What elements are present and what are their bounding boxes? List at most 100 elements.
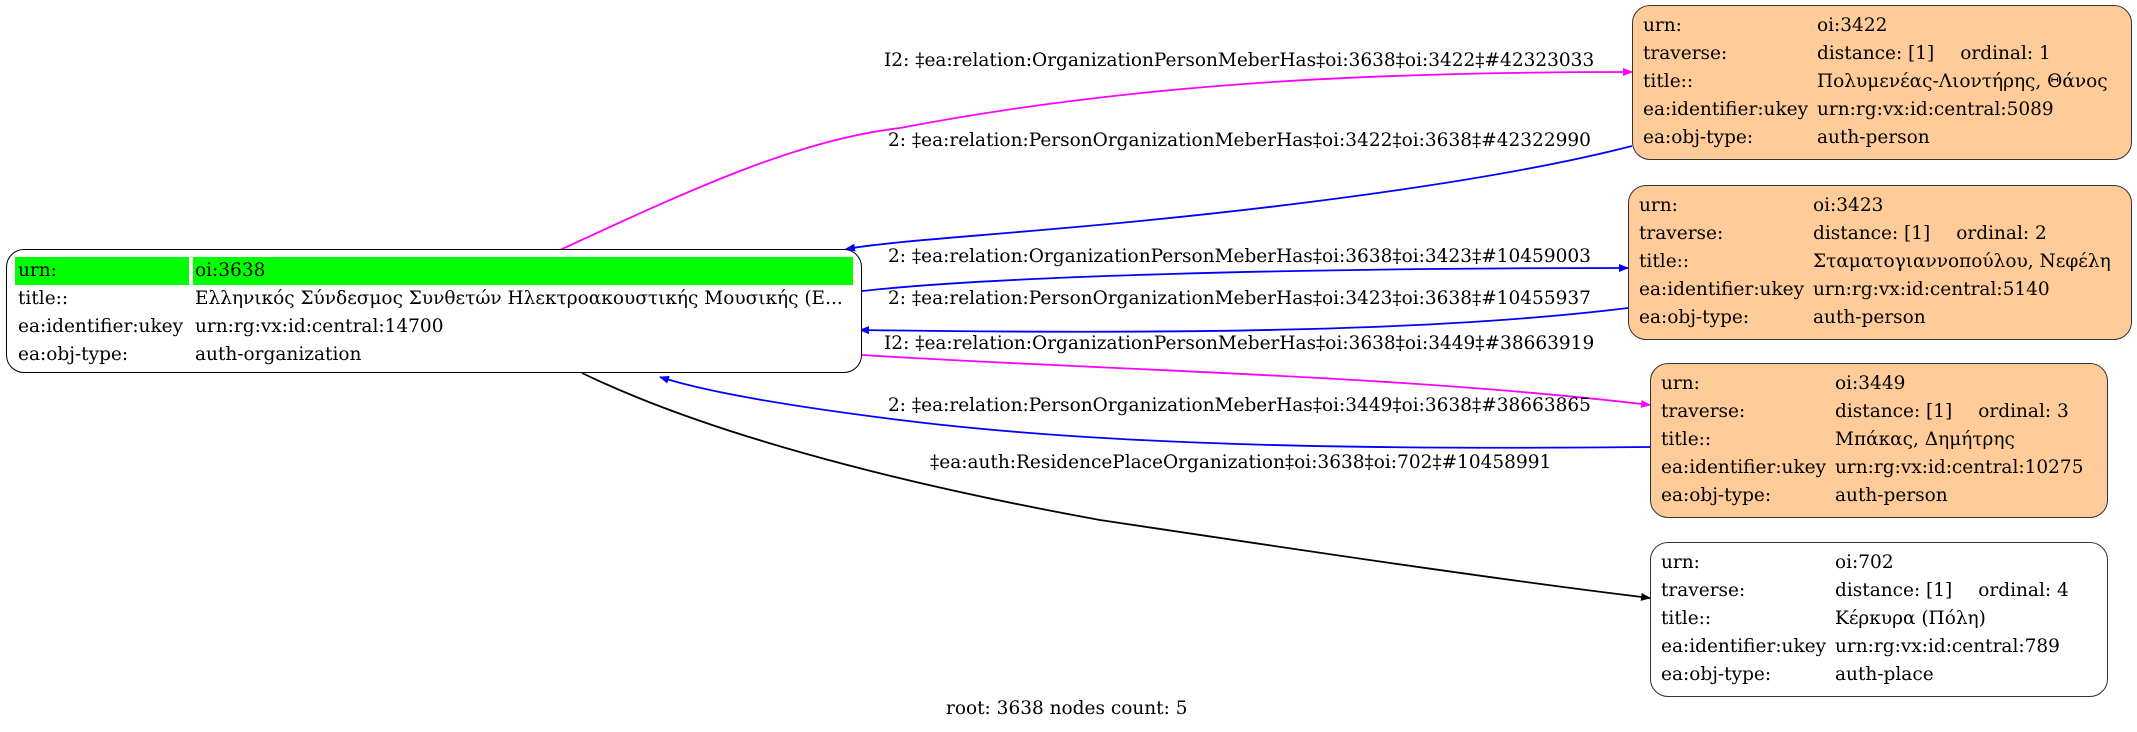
ukey-row: ea:identifier:ukey urn:rg:vx:id:central:…: [1643, 96, 2121, 124]
graph-footer: root: 3638 nodes count: 5: [946, 698, 1188, 719]
node-oi-3422[interactable]: urn: oi:3422 traverse: distance: [1] ordi…: [1632, 5, 2132, 160]
ordinal: ordinal: 2: [1956, 223, 2047, 244]
field-value: Ελληνικός Σύνδεσμος Συνθετών Ηλεκτροακου…: [195, 288, 843, 309]
root-ukey-row: ea:identifier:ukey urn:rg:vx:id:central:…: [15, 313, 853, 341]
type-row: ea:obj-type: auth-person: [1639, 304, 2121, 332]
field-value: urn:rg:vx:id:central:10275: [1835, 457, 2084, 478]
edge-person-org-3449[interactable]: [659, 375, 1651, 449]
distance: distance: [1]: [1813, 223, 1931, 244]
field-key: ea:identifier:ukey: [1639, 279, 1805, 300]
field-value: urn:rg:vx:id:central:14700: [195, 316, 444, 337]
field-value: distance: [1] ordinal: 4: [1835, 577, 2097, 605]
field-key: title::: [1643, 71, 1694, 92]
root-type-row: ea:obj-type: auth-organization: [15, 341, 853, 369]
field-value: auth-person: [1813, 307, 1926, 328]
field-key: urn:: [1639, 195, 1678, 216]
distance: distance: [1]: [1817, 43, 1935, 64]
traverse-row: traverse: distance: [1] ordinal: 3: [1661, 398, 2097, 426]
field-value: oi:702: [1835, 552, 1894, 573]
field-value: auth-organization: [195, 344, 362, 365]
type-row: ea:obj-type: auth-place: [1661, 661, 2097, 689]
field-value: Κέρκυρα (Πόλη): [1835, 608, 1986, 629]
edge-residence-place-702[interactable]: [581, 372, 1651, 601]
edge-label: 2: ‡ea:relation:PersonOrganizationMeberH…: [888, 130, 1591, 151]
distance: distance: [1]: [1835, 580, 1953, 601]
root-node[interactable]: urn: oi:3638 title:: Ελληνικός Σύνδεσμος…: [6, 249, 862, 373]
edge-label: I2: ‡ea:relation:OrganizationPersonMeber…: [884, 333, 1595, 354]
field-value: oi:3422: [1817, 15, 1888, 36]
field-value: distance: [1] ordinal: 1: [1817, 40, 2121, 68]
edge-label: I2: ‡ea:relation:OrganizationPersonMeber…: [884, 50, 1595, 71]
field-key: ea:obj-type:: [1643, 127, 1754, 148]
node-oi-3449[interactable]: urn: oi:3449 traverse: distance: [1] ordi…: [1650, 363, 2108, 518]
field-value: auth-place: [1835, 664, 1934, 685]
field-key: urn:: [15, 257, 189, 285]
title-row: title:: Σταματογιαννοπούλου, Νεφέλη: [1639, 248, 2121, 276]
ordinal: ordinal: 3: [1978, 401, 2069, 422]
urn-row: urn: oi:702: [1661, 549, 2097, 577]
urn-row: urn: oi:3422: [1643, 12, 2121, 40]
title-row: title:: Κέρκυρα (Πόλη): [1661, 605, 2097, 633]
ordinal: ordinal: 1: [1960, 43, 2051, 64]
field-key: ea:identifier:ukey: [18, 316, 184, 337]
title-row: title:: Μπάκας, Δημήτρης: [1661, 426, 2097, 454]
field-key: traverse:: [1643, 43, 1728, 64]
field-key: ea:identifier:ukey: [1661, 636, 1827, 657]
field-key: ea:obj-type:: [1639, 307, 1750, 328]
root-urn-row: urn: oi:3638: [15, 257, 853, 285]
edge-org-person-3449[interactable]: [861, 354, 1651, 408]
node-oi-702[interactable]: urn: oi:702 traverse: distance: [1] ordin…: [1650, 542, 2108, 697]
traverse-row: traverse: distance: [1] ordinal: 4: [1661, 577, 2097, 605]
edge-person-org-3423[interactable]: [859, 307, 1629, 335]
edge-label: 2: ‡ea:relation:PersonOrganizationMeberH…: [888, 288, 1591, 309]
field-key: title::: [1661, 608, 1712, 629]
ukey-row: ea:identifier:ukey urn:rg:vx:id:central:…: [1639, 276, 2121, 304]
field-value: oi:3638: [193, 257, 853, 285]
edge-label: ‡ea:auth:ResidencePlaceOrganization‡oi:3…: [930, 452, 1552, 473]
edge-org-person-3423[interactable]: [861, 264, 1629, 292]
field-key: urn:: [1661, 373, 1700, 394]
field-key: title::: [18, 288, 69, 309]
ukey-row: ea:identifier:ukey urn:rg:vx:id:central:…: [1661, 454, 2097, 482]
field-key: title::: [1639, 251, 1690, 272]
node-oi-3423[interactable]: urn: oi:3423 traverse: distance: [1] ordi…: [1628, 185, 2132, 340]
root-title-row: title:: Ελληνικός Σύνδεσμος Συνθετών Ηλε…: [15, 285, 853, 313]
urn-row: urn: oi:3423: [1639, 192, 2121, 220]
traverse-row: traverse: distance: [1] ordinal: 1: [1643, 40, 2121, 68]
field-value: distance: [1] ordinal: 3: [1835, 398, 2097, 426]
field-key: urn:: [1661, 552, 1700, 573]
distance: distance: [1]: [1835, 401, 1953, 422]
field-key: ea:obj-type:: [1661, 485, 1772, 506]
ukey-row: ea:identifier:ukey urn:rg:vx:id:central:…: [1661, 633, 2097, 661]
field-key: ea:obj-type:: [18, 344, 129, 365]
field-key: title::: [1661, 429, 1712, 450]
type-row: ea:obj-type: auth-person: [1643, 124, 2121, 152]
field-value: auth-person: [1835, 485, 1948, 506]
field-key: ea:identifier:ukey: [1661, 457, 1827, 478]
type-row: ea:obj-type: auth-person: [1661, 482, 2097, 510]
ordinal: ordinal: 4: [1978, 580, 2069, 601]
field-key: traverse:: [1661, 401, 1746, 422]
title-row: title:: Πολυμενέας-Λιοντήρης, Θάνος: [1643, 68, 2121, 96]
field-value: urn:rg:vx:id:central:5089: [1817, 99, 2054, 120]
field-key: ea:identifier:ukey: [1643, 99, 1809, 120]
field-value: Πολυμενέας-Λιοντήρης, Θάνος: [1817, 71, 2108, 92]
edge-person-org-3422[interactable]: [845, 145, 1633, 252]
field-value: oi:3449: [1835, 373, 1906, 394]
field-value: auth-person: [1817, 127, 1930, 148]
urn-row: urn: oi:3449: [1661, 370, 2097, 398]
field-key: traverse:: [1661, 580, 1746, 601]
edge-label: 2: ‡ea:relation:OrganizationPersonMeberH…: [888, 246, 1591, 267]
traverse-row: traverse: distance: [1] ordinal: 2: [1639, 220, 2121, 248]
field-value: Μπάκας, Δημήτρης: [1835, 429, 2015, 450]
edge-org-person-3422[interactable]: [559, 68, 1633, 251]
edge-label: 2: ‡ea:relation:PersonOrganizationMeberH…: [888, 395, 1591, 416]
field-value: Σταματογιαννοπούλου, Νεφέλη: [1813, 251, 2111, 272]
field-value: urn:rg:vx:id:central:5140: [1813, 279, 2050, 300]
field-value: oi:3423: [1813, 195, 1884, 216]
field-key: traverse:: [1639, 223, 1724, 244]
field-key: urn:: [1643, 15, 1682, 36]
field-key: ea:obj-type:: [1661, 664, 1772, 685]
field-value: urn:rg:vx:id:central:789: [1835, 636, 2060, 657]
